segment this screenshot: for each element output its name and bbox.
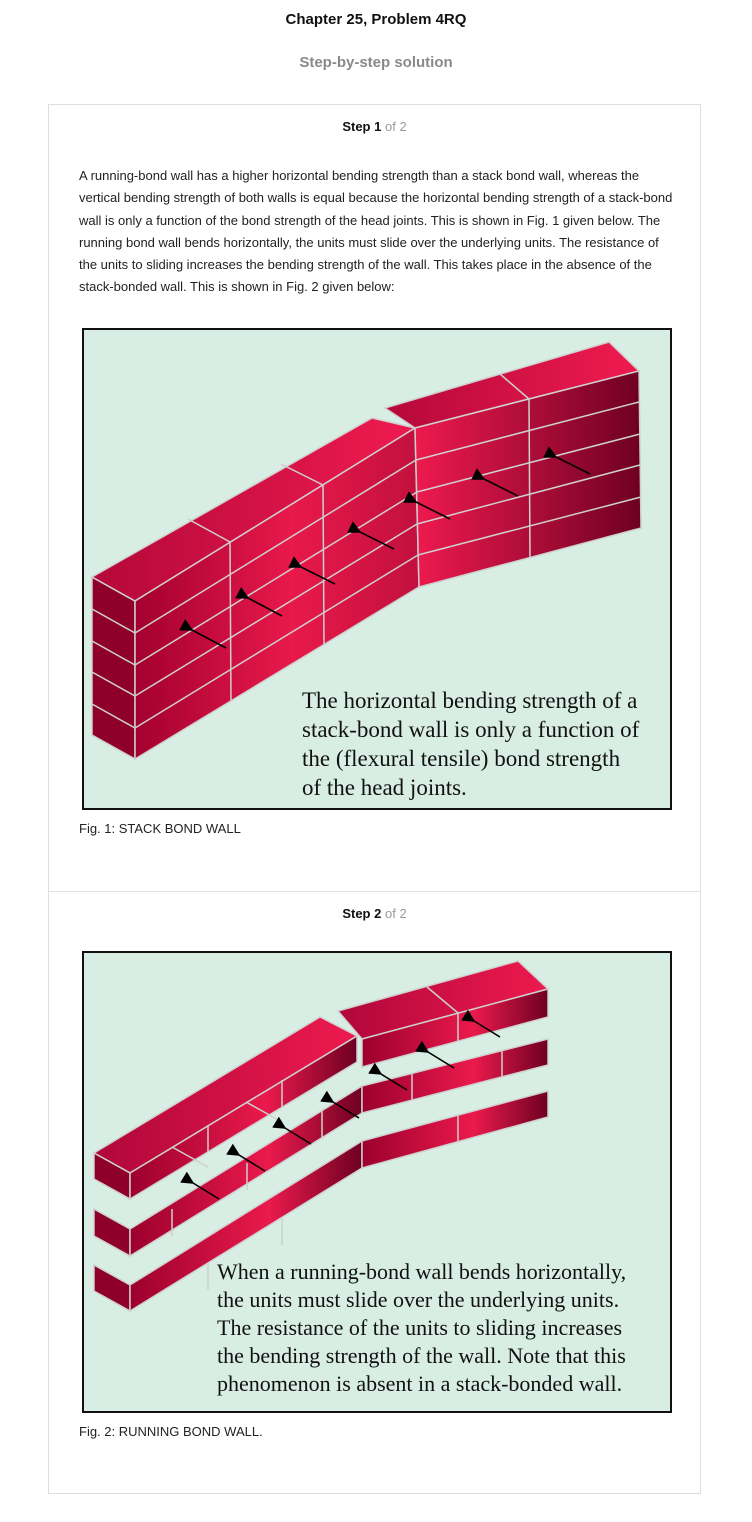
fig1-annotation-line: of the head joints. [302,775,467,800]
page-title: Chapter 25, Problem 4RQ [285,11,467,28]
figure-1-stack-bond-wall: The horizontal bending strength of a sta… [82,328,672,810]
fig1-annotation-line: The horizontal bending strength of a [302,688,637,713]
figure-2-caption: Fig. 2: RUNNING BOND WALL. [79,1424,263,1439]
step-total: of 2 [384,119,407,134]
step-1-explanation: A running-bond wall has a higher horizon… [79,168,673,295]
solution-subtitle: Step-by-step solution [299,54,453,71]
fig2-annotation-line: the bending strength of the wall. Note t… [217,1343,626,1368]
step-word: Step [342,119,371,134]
figure-2-running-bond-wall: When a running-bond wall bends horizonta… [82,951,672,1413]
svg-text:When a running-bond wall bends: When a running-bond wall bends horizonta… [217,1259,632,1396]
step-number: 2 [374,906,382,921]
fig2-annotation-line: The resistance of the units to sliding i… [217,1315,622,1340]
step-number: 1 [374,119,382,134]
fig2-annotation-line: When a running-bond wall bends horizonta… [217,1259,626,1284]
fig2-annotation-line: the units must slide over the underlying… [217,1287,619,1312]
step-total: of 2 [384,906,407,921]
step-2-label: Step 2 of 2 [49,906,700,921]
svg-text:The horizontal bending strengt: The horizontal bending strength of a sta… [302,688,645,800]
step-divider [49,891,700,892]
step-1-label: Step 1 of 2 [49,119,700,134]
solution-card: Step 1 of 2 A running-bond wall has a hi… [48,104,701,1494]
step-word: Step [342,906,371,921]
figure-1-caption: Fig. 1: STACK BOND WALL [79,821,241,836]
fig1-annotation-line: the (flexural tensile) bond strength [302,746,621,771]
fig2-annotation-line: phenomenon is absent in a stack-bonded w… [217,1371,622,1396]
fig1-annotation-line: stack-bond wall is only a function of [302,717,640,742]
